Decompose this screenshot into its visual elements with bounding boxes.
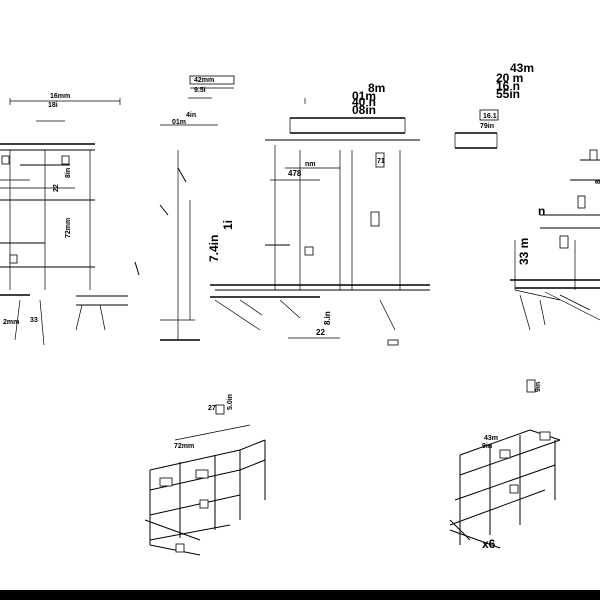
- dim-label: 43m: [510, 61, 534, 75]
- dim-label: 27: [208, 405, 216, 412]
- dim-label: 08in: [352, 103, 376, 117]
- top-view-2: 42mm 9.5i 4in 01m: [134, 75, 235, 341]
- dim-label: 72mm: [65, 218, 72, 238]
- dim-label: 22: [316, 328, 325, 337]
- dim-label: 8.in: [323, 311, 332, 325]
- iso-view-right: 43m 9in 9in x6: [449, 379, 561, 551]
- dim-label: 5.0in: [227, 394, 234, 410]
- dim-label: 16mm: [50, 93, 70, 100]
- dim-label: 40 n: [352, 95, 376, 109]
- dim-label: 55in: [496, 87, 520, 101]
- dim-label: 01m: [172, 119, 186, 126]
- dim-label: x6: [482, 537, 496, 551]
- dim-label: 42mm: [194, 77, 214, 84]
- dim-label: 33: [30, 317, 38, 324]
- dim-label: 79in: [480, 123, 494, 130]
- dim-label: 478: [288, 169, 302, 178]
- dim-label: 9.5i: [194, 87, 206, 94]
- dim-label: 4in: [186, 112, 196, 119]
- dim-label: 9in: [535, 382, 542, 392]
- bottom-border: [0, 590, 600, 600]
- dim-label: 71: [377, 158, 385, 165]
- dim-label: 20 m: [496, 71, 523, 85]
- dim-label: 9in: [482, 443, 492, 450]
- dim-label: 16.1: [483, 113, 497, 120]
- dim-label: n: [538, 204, 545, 218]
- top-view-1: 16mm 18i 22 8in 72mm 2mm 33: [0, 93, 128, 346]
- top-view-3: 8m 01m 40 n 08in nm 478 71 7.4in 1i 8.in…: [207, 81, 430, 346]
- dim-label: 22: [53, 184, 60, 192]
- dim-label: 8in: [65, 168, 72, 178]
- dim-label: 7.4in: [207, 235, 221, 262]
- dim-label: 16 n: [496, 79, 520, 93]
- dim-label: 72mm: [174, 443, 194, 450]
- dim-label: 8m: [368, 81, 385, 95]
- dim-label: 01m: [352, 89, 376, 103]
- dim-label: 8: [595, 180, 600, 184]
- dim-label: 43m: [484, 435, 498, 442]
- dim-label: 1i: [221, 220, 235, 230]
- dim-label: 18i: [48, 102, 58, 109]
- dim-label: nm: [305, 161, 316, 168]
- dim-label: 33 m: [517, 238, 531, 265]
- top-view-4: 43m 20 m 16 n 55in 16.1 79in 8 33 m n: [454, 61, 600, 331]
- iso-view-left: 27 5.0in 72mm: [144, 394, 266, 556]
- dim-label: 2mm: [3, 319, 19, 326]
